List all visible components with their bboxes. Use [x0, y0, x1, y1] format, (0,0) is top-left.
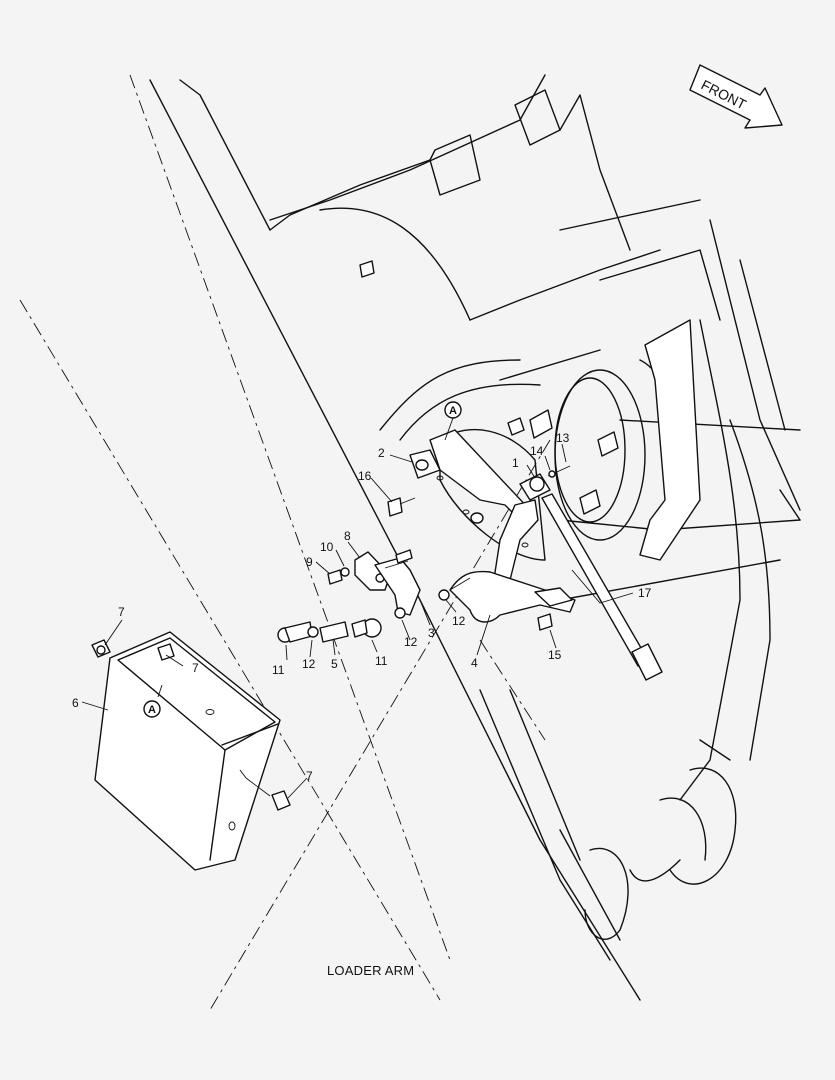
callout-11-right: 11 — [375, 654, 388, 668]
callout-8: 8 — [344, 529, 351, 543]
callout-9: 9 — [306, 555, 313, 569]
loader-arm-structure — [19, 74, 801, 1011]
reference-label: A — [449, 405, 457, 417]
front-direction-arrow: FRONT — [689, 64, 783, 129]
callout-7-top: 7 — [118, 605, 125, 619]
callout-5: 5 — [331, 657, 338, 671]
callout-4: 4 — [471, 656, 478, 670]
linkage-parts — [277, 465, 571, 643]
reference-label: A — [148, 704, 156, 716]
callout-17: 17 — [638, 586, 652, 600]
leader-lines — [81, 443, 634, 799]
callout-numbers: 1 2 3 4 5 6 7 7 7 8 9 10 11 11 12 12 12 … — [72, 431, 652, 783]
reference-mark-lower: A — [143, 684, 163, 718]
callout-13: 13 — [556, 431, 570, 445]
callout-10: 10 — [320, 540, 334, 554]
callout-7-mid: 7 — [192, 661, 199, 675]
callout-11-left: 11 — [272, 663, 285, 677]
callout-14: 14 — [530, 444, 544, 458]
callout-3: 3 — [428, 626, 435, 640]
callout-12-mid: 12 — [404, 635, 418, 649]
sensor-bracket — [409, 429, 576, 623]
callout-15: 15 — [548, 648, 562, 662]
callout-6: 6 — [72, 696, 79, 710]
diagram-caption: LOADER ARM — [327, 963, 414, 978]
callout-1: 1 — [512, 456, 519, 470]
sensor-cover — [91, 631, 291, 871]
callout-12-left: 12 — [302, 657, 316, 671]
callout-2: 2 — [378, 446, 385, 460]
reference-mark-upper: A — [444, 401, 462, 441]
callout-16: 16 — [358, 469, 372, 483]
sensor-rod — [519, 473, 663, 681]
callout-7-bottom: 7 — [306, 769, 313, 783]
callout-12-right: 12 — [452, 614, 466, 628]
